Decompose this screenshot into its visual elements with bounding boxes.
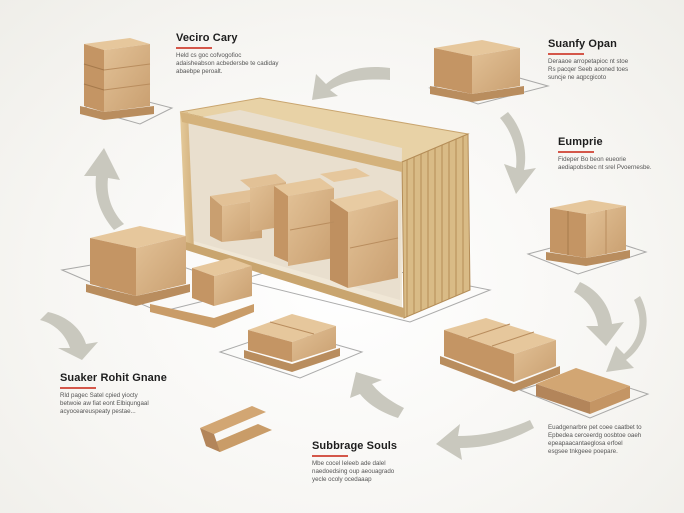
pallet-bottom-right <box>440 318 560 392</box>
pallet-left-small <box>150 258 254 328</box>
label-left-text: Rld pagec Satel cpied yiocty betwoie aw … <box>60 391 149 415</box>
flow-arrows <box>40 66 647 460</box>
label-bottom-center-title: Subbrage Souls <box>312 440 398 452</box>
arrow-bottom-left <box>40 312 98 360</box>
label-bottom-center: Subbrage Souls Mbe cocel Ieleeb ade dale… <box>312 440 432 484</box>
empty-pallet-bottom-left <box>200 406 272 452</box>
label-left-title: Suaker Rohit Gnane <box>60 372 167 384</box>
label-bottom-center-text: Mbe cocel Ieleeb ade dalel naedoedsing o… <box>312 459 395 483</box>
pallet-center-bottom <box>244 314 340 372</box>
label-right-underline <box>558 151 594 153</box>
arrow-bottom-right <box>436 420 534 460</box>
pallet-right <box>546 200 630 266</box>
arrow-bottom-center <box>350 372 404 418</box>
label-left-underline <box>60 387 96 389</box>
arrow-mid-right <box>574 282 624 346</box>
pallet-stack-top-left <box>80 38 154 120</box>
label-bottom-right-text: Euadgenarbre pet coee caatbet to Epbedea… <box>548 424 642 455</box>
label-top-right-title: Suanfy Opan <box>548 38 617 50</box>
label-top-left: Veciro Cary Held cs goc cofvogofioc adai… <box>176 32 296 76</box>
label-right: Eumprie Fideper Bo beon eueorie aediapob… <box>558 136 676 172</box>
label-top-right-text: Deraaoe arropetapioc nt stoe Rs pacqer S… <box>548 57 629 81</box>
shipping-container <box>179 97 471 319</box>
empty-pallet-right <box>536 368 630 414</box>
label-top-left-text: Held cs goc cofvogofioc adaisheabson acb… <box>176 51 279 75</box>
label-bottom-center-underline <box>312 455 348 457</box>
label-top-left-title: Veciro Cary <box>176 32 238 44</box>
label-top-left-underline <box>176 47 212 49</box>
label-bottom-right: Euadgenarbre pet coee caatbet to Epbedea… <box>548 424 672 456</box>
arrow-top <box>312 66 390 100</box>
arrow-far-right <box>606 296 647 372</box>
label-right-text: Fideper Bo beon eueorie aediapobsbec nt … <box>558 155 652 171</box>
pallet-left-large <box>86 226 190 306</box>
label-right-title: Eumprie <box>558 136 603 148</box>
arrow-right <box>500 112 536 194</box>
label-left: Suaker Rohit Gnane Rld pagec Satel cpied… <box>60 372 190 416</box>
pallet-top-right <box>430 40 524 102</box>
label-top-right: Suanfy Opan Deraaoe arropetapioc nt stoe… <box>548 38 668 82</box>
label-top-right-underline <box>548 53 584 55</box>
arrow-left <box>84 148 124 230</box>
